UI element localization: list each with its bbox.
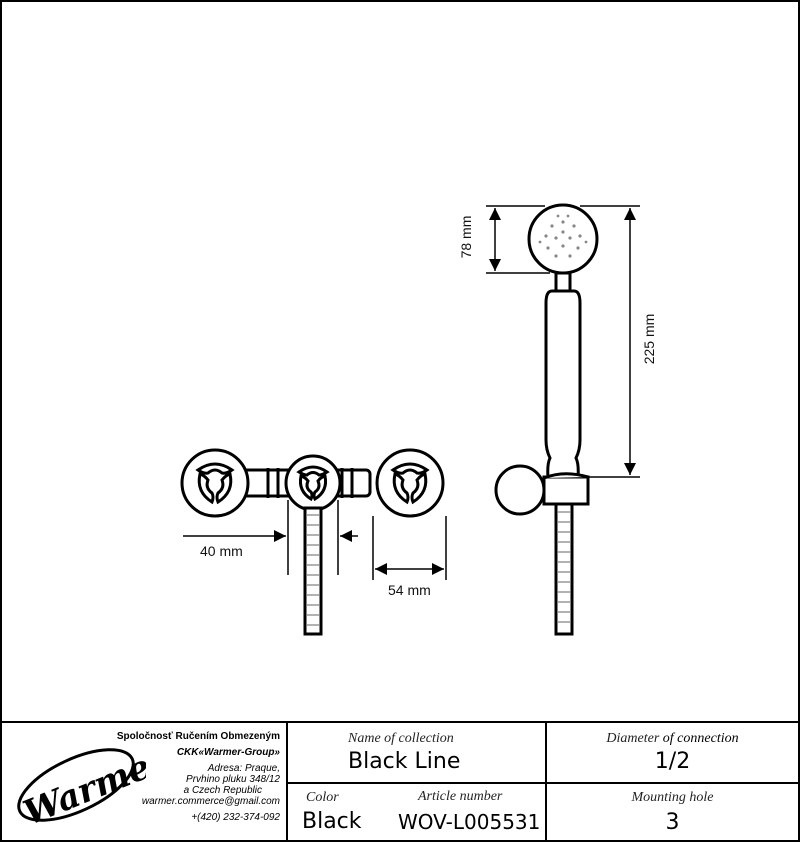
dimension-225mm — [580, 205, 640, 478]
color-value: Black — [302, 809, 362, 834]
phone: +(420) 232-374-092 — [191, 812, 280, 823]
address-line-1: Adresa: Praque, — [207, 763, 280, 774]
diameter-value: 1/2 — [654, 749, 691, 774]
dimension-78mm — [486, 205, 550, 274]
shower-nozzles — [538, 214, 588, 258]
collection-label: Name of collection — [348, 731, 454, 746]
company-group: CKK«Warmer-Group» — [176, 747, 280, 758]
wall-bracket — [494, 464, 590, 516]
dim-78-label: 78 mm — [458, 215, 474, 259]
dim-40-label: 40 mm — [200, 543, 243, 559]
dimension-54mm — [372, 516, 447, 580]
title-block: Warmer Spoločnosť Ručením Obmezeným CKK«… — [2, 721, 798, 842]
diameter-label-b: of connection — [662, 731, 739, 746]
article-label: Article number — [418, 789, 503, 804]
diameter-label: Diameter of connection — [547, 731, 798, 747]
dim-54-label: 54 mm — [388, 582, 431, 598]
address-line-2: Prvhino pluku 348/12 — [186, 774, 280, 785]
center-handle — [284, 454, 342, 512]
article-value: WOV-L005531 — [398, 810, 541, 834]
warmer-logo: Warmer — [17, 739, 146, 833]
collection-article-cell: Name of collection Black Line Color Arti… — [288, 723, 547, 842]
address-line-3: a Czech Republic — [183, 785, 262, 796]
shower-handle — [544, 271, 582, 480]
mixer-hose — [303, 506, 323, 636]
logo-cell: Warmer Spoločnosť Ručením Obmezeným CKK«… — [2, 723, 288, 842]
mounting-value: 3 — [665, 810, 680, 835]
mounting-label: Mounting hole — [631, 790, 714, 805]
company-name: Spoločnosť Ručením Obmezeným — [116, 731, 280, 742]
connection-mounting-cell: Diameter of connection 1/2 Mounting hole… — [547, 723, 798, 842]
divider — [547, 782, 798, 784]
shower-hose — [554, 502, 574, 636]
color-label: Color — [306, 790, 339, 805]
diameter-label-a: Diameter — [606, 731, 660, 746]
dimension-40mm — [183, 500, 358, 575]
technical-drawing — [180, 203, 640, 636]
divider — [288, 782, 547, 784]
right-handle — [375, 448, 445, 518]
left-handle — [180, 448, 250, 518]
collection-value: Black Line — [348, 749, 461, 774]
email: warmer.commerce@gmail.com — [141, 796, 280, 807]
shower-head — [527, 203, 599, 275]
dim-225-label: 225 mm — [641, 313, 657, 365]
